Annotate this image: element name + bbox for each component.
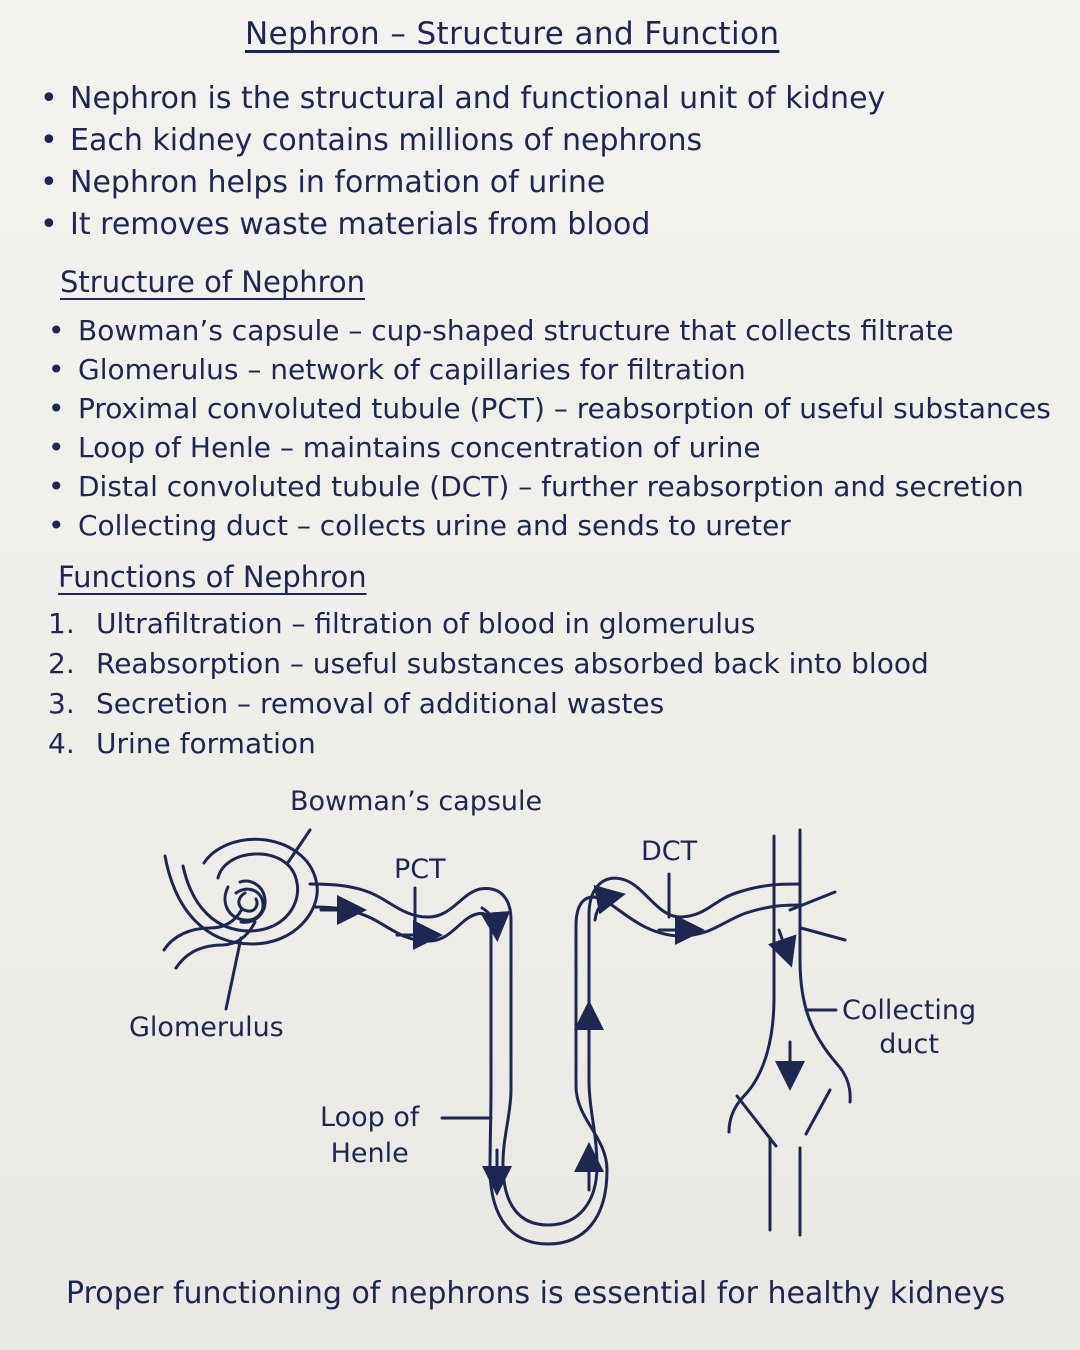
function-item: 2. Reabsorption – useful substances absor…: [48, 644, 929, 684]
function-item: 3. Secretion – removal of additional wast…: [48, 684, 929, 724]
pct-inner-wall: [312, 895, 803, 1246]
structure-item-text: Distal convoluted tubule (DCT) – further…: [78, 470, 1024, 503]
function-item: 4. Urine formation: [48, 724, 929, 764]
intro-item: • Nephron is the structural and functiona…: [40, 78, 885, 120]
intro-item-text: Each kidney contains millions of nephron…: [70, 123, 703, 158]
intro-list: • Nephron is the structural and functiona…: [40, 78, 885, 246]
bullet-icon: •: [48, 509, 65, 542]
efferent-arteriole: [174, 920, 257, 970]
page-title: Nephron – Structure and Function: [245, 16, 780, 52]
bullet-icon: •: [48, 392, 65, 425]
afferent-arteriole: [162, 907, 244, 952]
bullet-icon: •: [40, 165, 58, 200]
flow-arrow-7: [593, 885, 626, 922]
intro-item-text: Nephron is the structural and functional…: [70, 81, 886, 116]
structure-item: • Collecting duct – collects urine and se…: [48, 506, 1051, 545]
function-text: Reabsorption – useful substances absorbe…: [96, 647, 929, 680]
glomerulus-coil-3: [237, 891, 259, 913]
function-text: Secretion – removal of additional wastes: [96, 687, 665, 720]
function-text: Urine formation: [96, 727, 316, 760]
function-number: 2.: [48, 647, 75, 680]
collecting-duct-label: Collecting duct: [842, 994, 976, 1062]
footer-note: Proper functioning of nephrons is essent…: [66, 1276, 1006, 1311]
pct-outer-wall: [308, 876, 802, 1227]
structure-item-text: Loop of Henle – maintains concentration …: [78, 431, 761, 464]
pct-label: PCT: [394, 854, 446, 885]
collecting-duct-branch-right: [804, 1088, 832, 1136]
loop-label-line-1: Loop of: [320, 1102, 420, 1133]
structure-item-text: Proximal convoluted tubule (PCT) – reabs…: [78, 392, 1051, 425]
bullet-icon: •: [40, 123, 58, 158]
bowmans-capsule-label: Bowman’s capsule: [290, 786, 543, 817]
bullet-icon: •: [48, 353, 65, 386]
bullet-icon: •: [40, 207, 58, 242]
intro-item: • It removes waste materials from blood: [40, 204, 885, 246]
structure-heading: Structure of Nephron: [60, 265, 366, 299]
function-number: 1.: [48, 607, 75, 640]
bullet-icon: •: [48, 470, 65, 503]
bowmans-capsule-inner: [181, 852, 300, 933]
glomerulus-label: Glomerulus: [129, 1012, 284, 1043]
glomerulus-label-pointer: [224, 936, 243, 1011]
dct-label: DCT: [641, 836, 698, 867]
bullet-icon: •: [48, 314, 65, 347]
structure-item: • Bowman’s capsule – cup-shaped structure…: [48, 311, 1051, 350]
flow-arrow-9: [768, 928, 797, 968]
function-text: Ultrafiltration – filtration of blood in…: [96, 607, 756, 640]
intro-item: • Each kidney contains millions of nephro…: [40, 120, 885, 162]
collecting-label-line-2: duct: [879, 1029, 939, 1060]
function-number: 3.: [48, 687, 75, 720]
structure-item-text: Glomerulus – network of capillaries for …: [78, 353, 746, 386]
flow-arrow-3: [480, 906, 511, 942]
collecting-duct-left: [727, 834, 776, 1134]
structure-item: • Proximal convoluted tubule (PCT) – reab…: [48, 389, 1051, 428]
structure-item: • Loop of Henle – maintains concentration…: [48, 428, 1051, 467]
structure-item-text: Bowman’s capsule – cup-shaped structure …: [78, 314, 954, 347]
structure-item: • Distal convoluted tubule (DCT) – furthe…: [48, 467, 1051, 506]
functions-list: 1. Ultrafiltration – filtration of blood …: [48, 604, 929, 764]
bullet-icon: •: [48, 431, 65, 464]
bowmans-capsule-outer: [163, 837, 319, 946]
structure-item: • Glomerulus – network of capillaries for…: [48, 350, 1051, 389]
bowman-label-pointer: [285, 828, 312, 866]
collecting-label-line-1: Collecting: [842, 995, 977, 1026]
function-number: 4.: [48, 727, 75, 760]
loop-of-henle-label: Loop of Henle: [320, 1100, 419, 1172]
loop-label-line-2: Henle: [330, 1138, 409, 1169]
intro-item-text: Nephron helps in formation of urine: [70, 165, 606, 200]
structure-list: • Bowman’s capsule – cup-shaped structure…: [48, 311, 1051, 545]
collecting-duct-branch-left: [735, 1094, 778, 1148]
intro-item: • Nephron helps in formation of urine: [40, 162, 885, 204]
glomerulus-coil-1: [223, 885, 265, 922]
bullet-icon: •: [40, 81, 58, 116]
intro-item-text: It removes waste materials from blood: [70, 207, 651, 242]
structure-item-text: Collecting duct – collects urine and sen…: [78, 509, 791, 542]
glomerulus-coil-2: [238, 879, 267, 924]
collecting-duct-upper-branch-right: [799, 926, 847, 942]
functions-heading: Functions of Nephron: [58, 560, 367, 594]
function-item: 1. Ultrafiltration – filtration of blood …: [48, 604, 929, 644]
collecting-duct-upper-branch-left: [788, 890, 837, 912]
